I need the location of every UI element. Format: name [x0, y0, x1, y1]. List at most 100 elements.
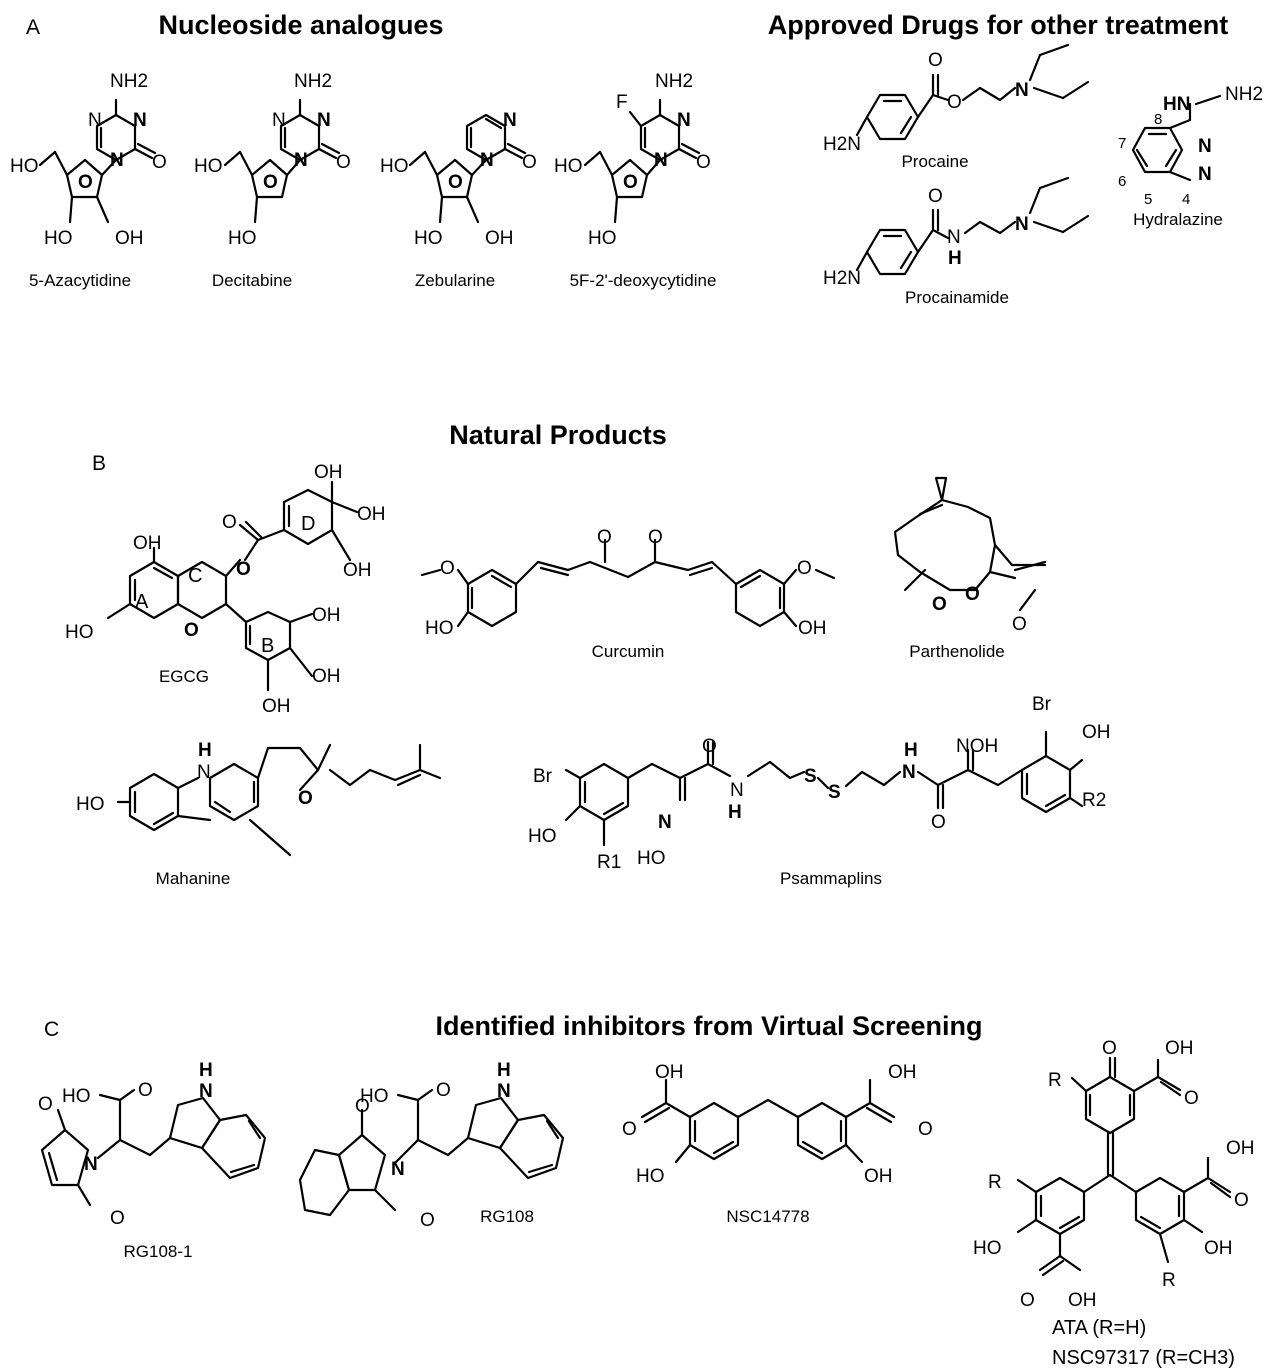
psammaplins-s1: S — [804, 766, 817, 787]
rg108-n-indole: N — [497, 1081, 511, 1102]
hydralazine-pos8: 8 — [1154, 111, 1162, 128]
egcg-b-oh1: OH — [312, 605, 341, 626]
ata-oh-right-acid: OH — [1226, 1138, 1255, 1159]
parthenolide-o-epoxide: O — [932, 594, 947, 615]
rg108-h-indole: H — [497, 1060, 511, 1081]
procainamide-h: H — [948, 248, 962, 269]
zebularine-label: Zebularine — [415, 271, 495, 290]
parthenolide-o-lactone: O — [965, 584, 980, 605]
rg108-1-structure — [40, 1088, 267, 1207]
rg108-1-o-acid: O — [138, 1080, 153, 1101]
azacytidine-label: 5-Azacytidine — [29, 271, 131, 290]
psammaplins-n-amide-left: N — [730, 780, 744, 801]
procainamide-h2n: H2N — [823, 268, 861, 289]
rg108-1-o-top: O — [38, 1094, 53, 1115]
hydralazine-structure — [1131, 94, 1222, 182]
hydralazine-pos5: 5 — [1144, 191, 1152, 208]
curcumin-o-keto-2: O — [648, 527, 663, 548]
panel-a-title-left: Nucleoside analogues — [158, 10, 443, 40]
psammaplins-n-oxime-left: N — [658, 812, 672, 833]
psammaplins-h-left: H — [728, 802, 742, 823]
azacytidine-n3: N — [88, 110, 102, 131]
hydralazine-pos4: 4 — [1182, 191, 1190, 208]
zebularine-oh-2: OH — [485, 228, 514, 249]
procaine-h2n: H2N — [823, 134, 861, 155]
ata-o-quinone: O — [1102, 1038, 1117, 1059]
azacytidine-n5: N — [133, 110, 147, 131]
fdc-ho-5: HO — [554, 156, 583, 177]
decitabine-nh2: NH2 — [294, 71, 332, 92]
azacytidine-o-carbonyl: O — [152, 152, 167, 173]
zebularine-n3: N — [503, 110, 517, 131]
ata-structure — [1016, 1056, 1232, 1277]
rg108-1-ho: HO — [62, 1086, 91, 1107]
ata-oh-right: OH — [1204, 1238, 1233, 1259]
egcg-o-ring: O — [184, 620, 199, 641]
rg108-1-h-indole: H — [199, 1060, 213, 1081]
nsc14778-label: NSC14778 — [726, 1207, 809, 1226]
nsc14778-structure — [640, 1078, 896, 1164]
decitabine-n3: N — [272, 110, 286, 131]
fdc-f: F — [616, 92, 628, 113]
hydralazine-n2: N — [1198, 136, 1212, 157]
procainamide-o: O — [928, 186, 943, 207]
ata-o-right-acid: O — [1234, 1190, 1249, 1211]
ata-left-ring — [1034, 1176, 1086, 1236]
nsc14778-oh-right: OH — [888, 1062, 917, 1083]
maleimide-ring — [40, 1128, 90, 1187]
ata-right-ring — [1134, 1176, 1186, 1236]
curcumin-o-methoxy-right: O — [797, 558, 812, 579]
rg108-n: N — [391, 1159, 405, 1180]
azacytidine-ho-3: HO — [44, 228, 73, 249]
curcumin-o-methoxy-left: O — [440, 558, 455, 579]
curcumin-oh-right: OH — [798, 618, 827, 639]
decitabine-o-carbonyl: O — [336, 152, 351, 173]
procainamide-label: Procainamide — [905, 288, 1009, 307]
ata-r-left: R — [988, 1172, 1002, 1193]
procaine-label: Procaine — [901, 152, 968, 171]
psammaplins-r2: R2 — [1082, 790, 1106, 811]
decitabine-n1: N — [294, 150, 308, 171]
psammaplins-r1: R1 — [597, 852, 621, 873]
procainamide-structure — [855, 176, 1090, 276]
ata-r-top: R — [1048, 1070, 1062, 1091]
zebularine-o-ring: O — [448, 172, 463, 193]
psammaplins-s2: S — [828, 782, 841, 803]
nsc14778-oh-bottom-right: OH — [864, 1166, 893, 1187]
egcg-b-oh3: OH — [262, 696, 291, 717]
psammaplins-ho-left: HO — [528, 826, 557, 847]
panel-c-letter: C — [44, 1018, 59, 1041]
egcg-d-oh2: OH — [357, 504, 386, 525]
psammaplins-br-right: Br — [1032, 694, 1052, 715]
panel-a-letter: A — [26, 16, 40, 39]
nsc97317-label: NSC97317 (R=CH3) — [1052, 1347, 1235, 1369]
psammaplins-h-right: H — [904, 740, 918, 761]
furanose-ring — [65, 158, 104, 199]
rg108-structure — [298, 1088, 565, 1217]
fdc-ho-3: HO — [588, 228, 617, 249]
decitabine-ho-5: HO — [194, 156, 223, 177]
rg108-1-o-bottom: O — [110, 1208, 125, 1229]
panel-b-title: Natural Products — [449, 420, 667, 450]
panel-a-title-right: Approved Drugs for other treatment — [768, 10, 1229, 40]
azacytidine-structure — [38, 98, 157, 224]
psammaplins-structure — [564, 730, 1084, 847]
zebularine-ho-3: HO — [414, 228, 443, 249]
procaine-o-ester: O — [947, 92, 962, 113]
mahanine-o: O — [298, 788, 313, 809]
decitabine-ho-3: HO — [228, 228, 257, 249]
mahanine-h: H — [198, 740, 212, 761]
fdc-n1: N — [654, 150, 668, 171]
fdc-o-carbonyl: O — [696, 152, 711, 173]
panel-b-letter: B — [92, 452, 106, 475]
hydralazine-nh2: NH2 — [1225, 84, 1263, 105]
procainamide-n-amide: N — [947, 227, 961, 248]
fdc-o-ring: O — [623, 172, 638, 193]
procaine-o-carbonyl: O — [928, 50, 943, 71]
psammaplins-noh: NOH — [956, 736, 998, 757]
ata-o-top-acid: O — [1184, 1088, 1199, 1109]
nsc14778-oh-left: OH — [655, 1062, 684, 1083]
rg108-o-acid: O — [436, 1080, 451, 1101]
mahanine-label: Mahanine — [156, 869, 231, 888]
